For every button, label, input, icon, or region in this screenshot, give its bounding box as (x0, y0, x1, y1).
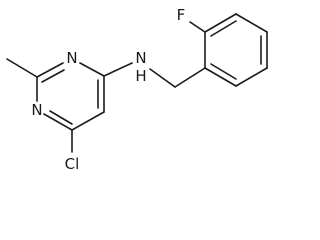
bond-c6-n1 (43, 113, 73, 131)
bond-c5-c6 (71, 111, 105, 131)
bond-ar6-ar1-double (210, 63, 237, 80)
bond-ch2-aryl (174, 67, 206, 88)
bond-methyl (6, 58, 38, 78)
bond-nh-ch2 (149, 68, 176, 88)
atom-nh: N (135, 49, 146, 67)
bond-c6-n1-double (49, 110, 73, 125)
bond-ar2-f (189, 21, 206, 33)
bond-ar5-ar6 (235, 67, 268, 87)
bond-c4-nh (103, 62, 133, 77)
bond-n3-c4 (79, 62, 105, 77)
atom-f: F (177, 6, 186, 24)
atom-nh-hydrogen: H (135, 67, 146, 85)
bond-c2-n3 (36, 62, 64, 78)
molecule-diagram: N N N H Cl F (6, 6, 268, 173)
atom-n-upper: N (66, 49, 77, 67)
atom-n-lower: N (31, 101, 42, 119)
bond-ar2-ar3-double (210, 20, 237, 37)
bond-ar6-ar1 (204, 67, 237, 87)
bond-c2-n3-double (41, 69, 65, 83)
bond-ar3-ar4 (235, 13, 268, 33)
atom-cl: Cl (65, 155, 80, 173)
bond-ar2-ar3 (204, 13, 237, 33)
